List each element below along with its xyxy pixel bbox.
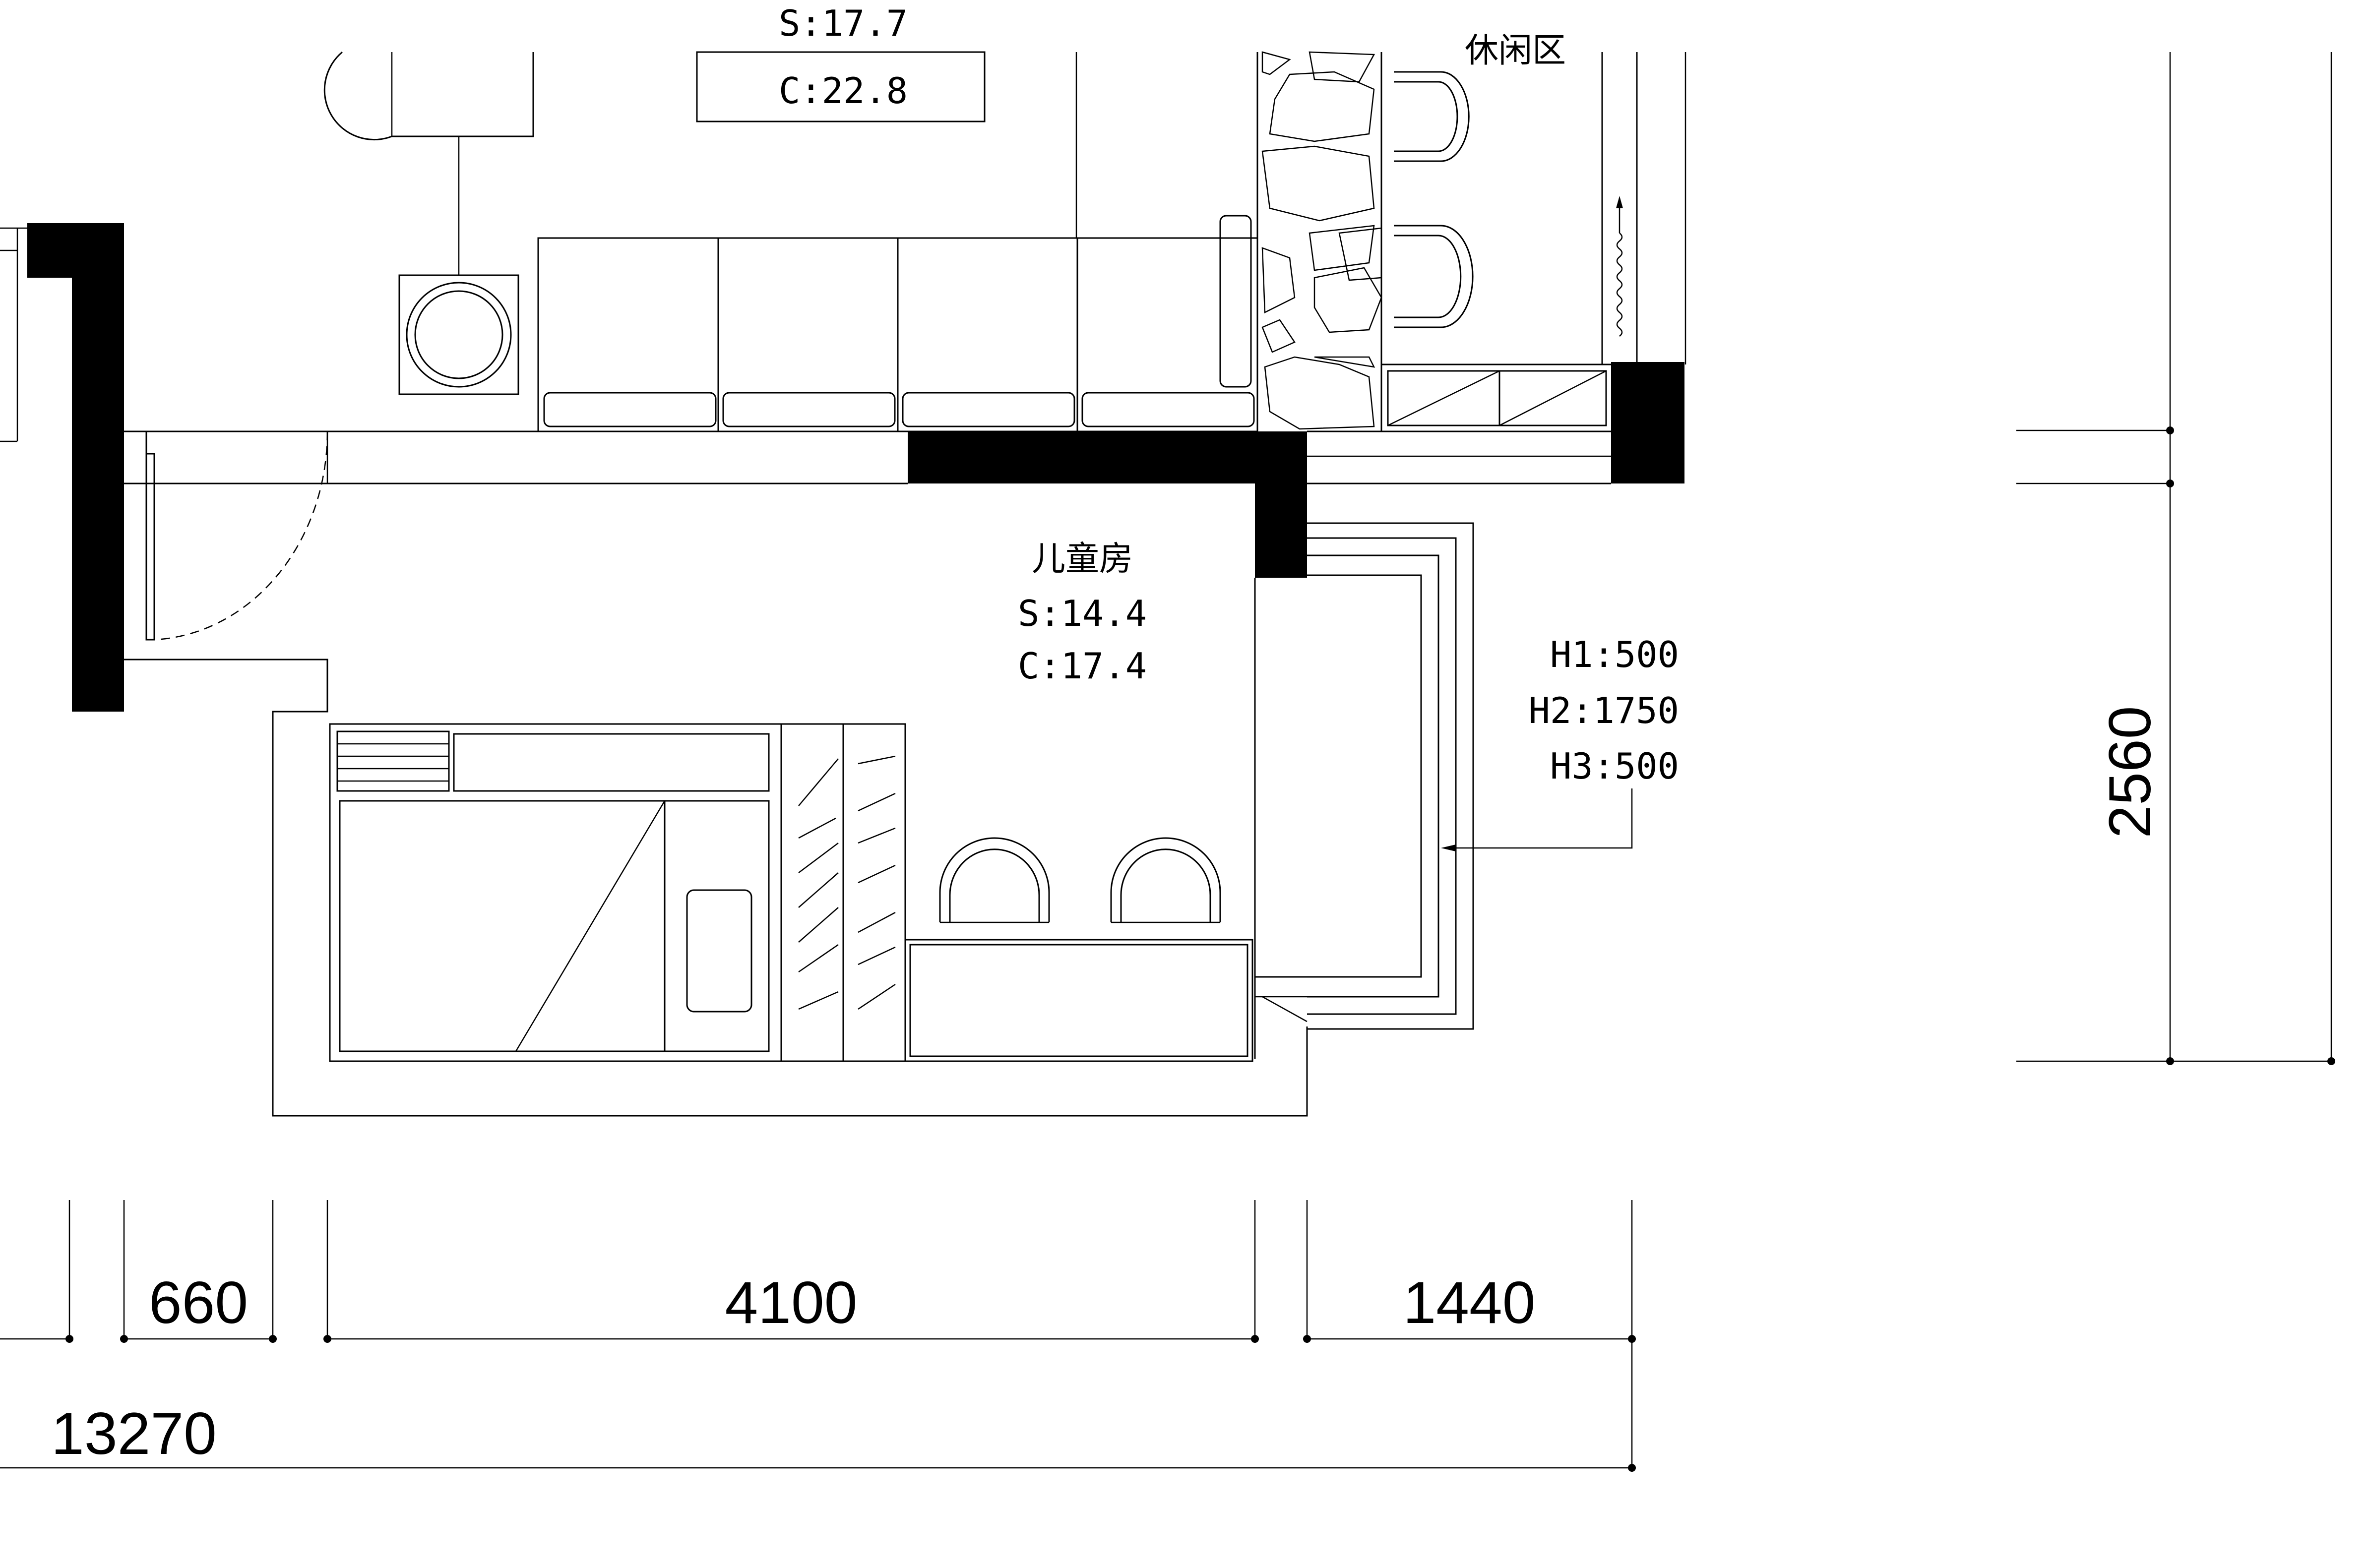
pillow <box>686 889 752 1013</box>
wall-left <box>27 223 124 712</box>
sofa-cushion <box>722 392 896 427</box>
desk-chair <box>1110 837 1221 922</box>
dimension-1440: 1440 <box>1403 1269 1536 1336</box>
leisure-area-label: 休闲区 <box>1465 31 1566 70</box>
sofa-cushion <box>543 392 717 427</box>
right-dimension: 2560 <box>2016 52 2335 1065</box>
coffee-table <box>696 51 986 122</box>
floor-lamp-base <box>398 274 519 395</box>
childrens-room-label: 儿童房 <box>1032 540 1133 579</box>
sofa-cushion <box>902 392 1075 427</box>
bay-window: H1:500 H2:1750 H3:500 <box>1255 522 1679 1030</box>
window-h3-label: H3:500 <box>1550 745 1679 787</box>
sofa-armrest <box>1219 215 1252 388</box>
desk-chair <box>939 837 1050 922</box>
stone-wall-pattern <box>1261 51 1382 430</box>
wall-column-right <box>1611 362 1684 483</box>
window-h2-label: H2:1750 <box>1529 690 1679 731</box>
dimension-660: 660 <box>149 1269 248 1336</box>
dimension-4100: 4100 <box>725 1269 858 1336</box>
door-leaf <box>145 453 155 641</box>
ladder <box>336 730 450 792</box>
floor-lamp-inner-ring <box>414 290 503 379</box>
floor-lamp-outer-ring <box>406 282 512 388</box>
sofa-cushion <box>1081 392 1255 427</box>
walls <box>0 223 1684 712</box>
bed-headboard <box>453 733 770 792</box>
wardrobe-hangers <box>798 755 896 1010</box>
bed-blanket-fold <box>515 800 666 1052</box>
childrens-room-area-label: S:14.4 <box>1018 593 1147 634</box>
bar-stool <box>1394 71 1470 162</box>
dining-chair-outline <box>323 51 534 141</box>
wall-middle <box>908 431 1307 578</box>
door-swing-arc <box>154 431 328 641</box>
low-cabinet <box>1380 363 1613 432</box>
bed <box>339 800 770 1052</box>
childrens-room: 儿童房 S:14.4 C:17.4 <box>124 540 1308 1117</box>
bar-stool <box>1394 225 1474 328</box>
desk <box>904 939 1253 1062</box>
top-room-area-label: S:17.7 <box>779 2 908 44</box>
corridor <box>124 430 1611 641</box>
dimension-right-2560: 2560 <box>2097 706 2163 839</box>
leisure-area: 休闲区 <box>1256 31 1686 432</box>
top-room-c-label: C:22.8 <box>779 70 908 112</box>
childrens-room-c-label: C:17.4 <box>1018 645 1147 687</box>
bottom-dimensions: 660 4100 1440 13270 <box>0 1200 1636 1472</box>
window-h1-label: H1:500 <box>1550 634 1679 675</box>
window-leader-line <box>1448 788 1633 849</box>
curtain-wave <box>1616 233 1623 337</box>
dimension-13270: 13270 <box>51 1400 217 1467</box>
top-room: S:17.7 C:22.8 <box>323 2 1258 432</box>
bed-unit-frame <box>329 723 906 1062</box>
room-outline <box>124 659 1308 1117</box>
